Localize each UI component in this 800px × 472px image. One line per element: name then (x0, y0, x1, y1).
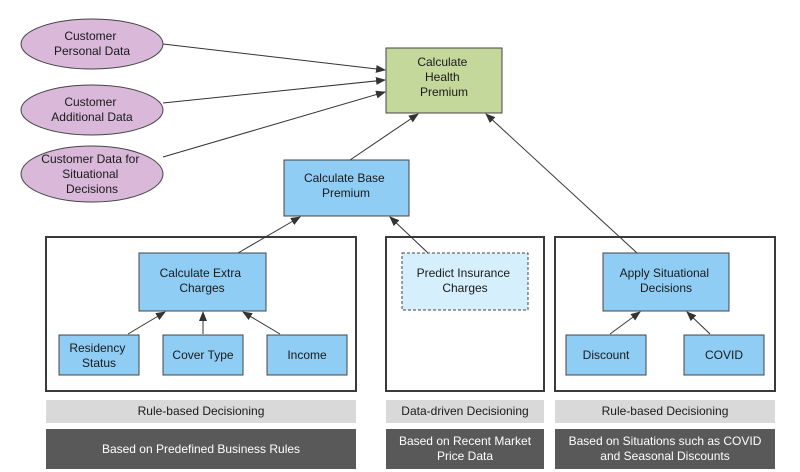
caption-rule-based-decisioning-2: Rule-based Decisioning (555, 400, 775, 423)
edge-discount-to-apply (609, 311, 641, 335)
node-calculate-extra-charges: Calculate Extra Charges (138, 252, 267, 312)
caption-market-price-line-2: Price Data (436, 449, 494, 463)
node-discount: Discount (565, 334, 647, 376)
edge-income-to-extra (242, 311, 281, 335)
edge-extra-to-base (237, 216, 301, 254)
node-covid: COVID (683, 334, 765, 376)
caption-situations-line-1: Based on Situations such as COVID (568, 434, 762, 448)
node-customer-additional-data: Customer Additional Data (20, 84, 164, 136)
group-frame-situational (554, 236, 776, 392)
node-income: Income (266, 334, 348, 376)
caption-market-price-data: Based on Recent Market Price Data (386, 429, 544, 469)
node-customer-situational-data: Customer Data for Situational Decisions (20, 145, 164, 203)
caption-data-driven-decisioning: Data-driven Decisioning (386, 400, 544, 423)
edge-situational-to-health (162, 90, 386, 158)
svg-text:Residency Status: Residency Status (69, 341, 128, 370)
svg-text:Income: Income (287, 348, 327, 362)
node-calculate-base-premium: Calculate Base Premium (283, 159, 410, 217)
svg-text:Calculate Health P: Calculate Health Premium (417, 55, 470, 99)
svg-text:Calculate Extra Charges: Calculate Extra Charges (160, 266, 245, 295)
edge-apply-to-health (485, 113, 638, 254)
node-predict-insurance-charges: Predict Insurance Charges (401, 252, 529, 311)
edge-base-to-health (349, 113, 419, 161)
svg-text:Apply Situational Decisi: Apply Situational Decisions (620, 266, 713, 295)
edge-residency-to-extra (127, 311, 166, 335)
svg-text:Cover Type: Cover Type (172, 348, 233, 362)
node-residency-status: Residency Status (58, 334, 140, 376)
svg-text:Discount: Discount (583, 348, 630, 362)
caption-rule-based-decisioning-1: Rule-based Decisioning (46, 400, 356, 423)
svg-text:Predict Insurance Charge: Predict Insurance Charges (417, 266, 514, 295)
group-frame-rule-based (45, 236, 357, 392)
svg-text:Calculate Base Premium: Calculate Base Premium (304, 171, 388, 200)
node-apply-situational-decisions: Apply Situational Decisions (602, 252, 730, 312)
caption-market-price-line-1: Based on Recent Market (398, 434, 532, 448)
node-cover-type: Cover Type (162, 334, 244, 376)
group-frame-data-driven (385, 236, 545, 392)
caption-situations: Based on Situations such as COVID and Se… (555, 429, 775, 469)
edge-personal-to-health (162, 43, 386, 73)
edge-covid-to-apply (686, 311, 711, 335)
edge-predict-to-base (389, 216, 429, 254)
svg-text:Customer Data for Situat: Customer Data for Situational Decisions (41, 152, 142, 196)
node-calculate-health-premium: Calculate Health Premium (385, 47, 503, 114)
svg-text:Customer Additional Data: Customer Additional Data (51, 95, 133, 124)
edge-additional-to-health (162, 76, 386, 104)
node-customer-personal-data: Customer Personal Data (20, 18, 164, 70)
caption-situations-line-2: and Seasonal Discounts (600, 449, 730, 463)
caption-predefined-business-rules: Based on Predefined Business Rules (46, 429, 356, 469)
svg-text:Customer Personal Data: Customer Personal Data (54, 29, 130, 58)
svg-text:COVID: COVID (705, 348, 743, 362)
